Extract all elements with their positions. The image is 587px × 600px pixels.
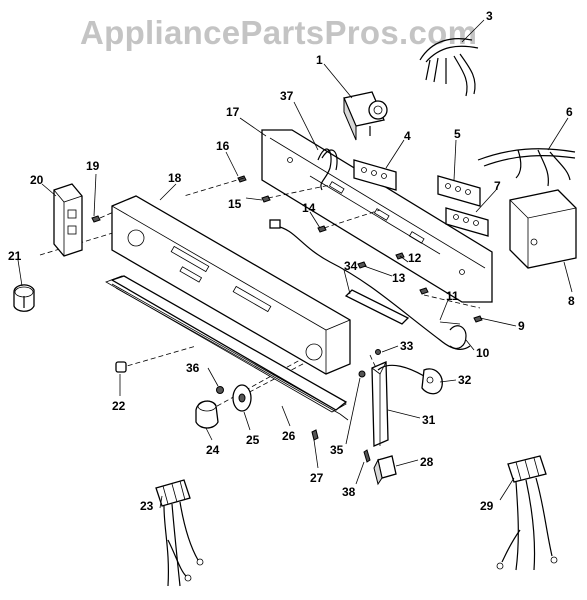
knob-24 xyxy=(195,400,219,429)
callout-16: 16 xyxy=(216,139,230,153)
component-32 xyxy=(377,364,443,395)
part-38 xyxy=(363,449,371,463)
wire-10 xyxy=(269,219,471,350)
callout-26: 26 xyxy=(282,429,296,443)
callout-6: 6 xyxy=(566,105,573,119)
part-35 xyxy=(358,370,366,378)
rear-bracket-17 xyxy=(261,129,493,303)
part-33 xyxy=(375,349,381,355)
callout-35: 35 xyxy=(330,443,344,457)
control-box-8 xyxy=(509,189,577,269)
callout-labels: 1 3 4 5 6 7 8 9 10 11 12 13 14 15 16 17 … xyxy=(8,9,575,513)
callout-12: 12 xyxy=(408,251,422,265)
console-panel-18 xyxy=(111,195,351,375)
switch-5 xyxy=(437,175,481,207)
callout-37: 37 xyxy=(280,89,294,103)
channel-26 xyxy=(110,275,349,421)
endcap-20 xyxy=(53,183,83,257)
callout-9: 9 xyxy=(518,319,525,333)
callout-7: 7 xyxy=(494,179,501,193)
callout-15: 15 xyxy=(228,197,242,211)
callout-36: 36 xyxy=(186,361,200,375)
knob-21 xyxy=(13,284,35,312)
screws xyxy=(91,175,429,295)
callout-34: 34 xyxy=(344,259,358,273)
callout-33: 33 xyxy=(400,339,414,353)
wire-37 xyxy=(317,148,332,191)
callout-19: 19 xyxy=(86,159,100,173)
callout-3: 3 xyxy=(486,9,493,23)
callout-10: 10 xyxy=(476,346,490,360)
callout-8: 8 xyxy=(568,294,575,308)
bracket-31 xyxy=(371,361,389,447)
leader-lines xyxy=(17,19,573,509)
timer-1 xyxy=(343,91,388,141)
harness-29 xyxy=(496,455,558,571)
wire-37b xyxy=(321,149,338,171)
dial-25 xyxy=(232,384,252,412)
callout-27: 27 xyxy=(310,471,324,485)
callout-4: 4 xyxy=(404,129,411,143)
harness-3 xyxy=(419,38,479,97)
callout-32: 32 xyxy=(458,373,472,387)
callout-20: 20 xyxy=(30,173,44,187)
watermark-text: AppliancePartsPros.com xyxy=(80,14,478,51)
callout-17: 17 xyxy=(226,105,240,119)
clip-9 xyxy=(473,315,483,323)
clip-11 xyxy=(439,321,461,325)
callout-5: 5 xyxy=(454,127,461,141)
callout-25: 25 xyxy=(246,433,260,447)
switch-7 xyxy=(445,207,489,237)
callout-11: 11 xyxy=(446,289,459,303)
connector-28 xyxy=(373,455,397,486)
callout-14: 14 xyxy=(302,201,316,215)
callout-13: 13 xyxy=(392,271,406,285)
callout-18: 18 xyxy=(168,171,182,185)
callout-29: 29 xyxy=(480,499,494,513)
callout-22: 22 xyxy=(112,399,126,413)
callout-28: 28 xyxy=(420,455,434,469)
screw-27 xyxy=(311,429,319,441)
callout-1: 1 xyxy=(316,53,323,67)
callout-23: 23 xyxy=(140,499,154,513)
harness-23 xyxy=(155,479,204,587)
button-22 xyxy=(115,361,127,373)
switch-4 xyxy=(353,159,397,191)
nut-36 xyxy=(216,386,224,394)
callout-38: 38 xyxy=(342,485,356,499)
callout-21: 21 xyxy=(8,249,22,263)
harness-6 xyxy=(477,148,576,187)
callout-31: 31 xyxy=(422,413,436,427)
callout-24: 24 xyxy=(206,443,220,457)
